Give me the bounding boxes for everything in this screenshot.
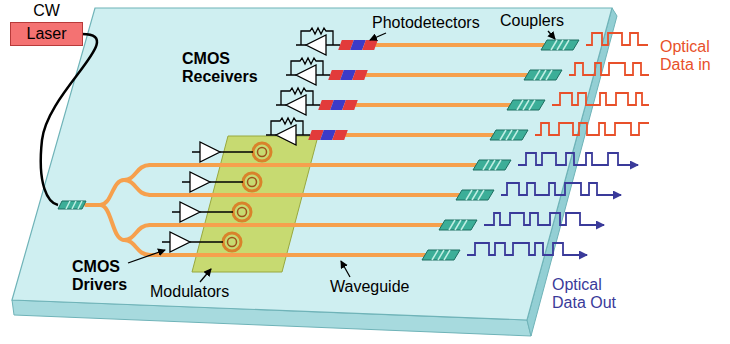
receiver-amplifiers — [266, 28, 340, 145]
grating-coupler — [490, 130, 528, 140]
amplifier-triangle — [200, 142, 220, 162]
ring-outer — [253, 143, 271, 161]
square-wave — [586, 33, 648, 45]
amplifier-triangle — [286, 95, 306, 115]
grating-coupler — [524, 70, 562, 80]
amplifier-triangle — [306, 35, 326, 55]
signal-label: Optical Data in — [660, 38, 724, 74]
ring-inner — [248, 178, 257, 187]
grating-coupler — [439, 220, 477, 230]
leader-arrows — [128, 31, 555, 282]
leader-arrow — [548, 31, 555, 39]
output-data-waves — [467, 153, 638, 255]
part-label: Modulators — [150, 283, 229, 301]
waveguide — [150, 223, 442, 227]
ring-outer — [233, 203, 251, 221]
grating-coupler — [58, 201, 86, 209]
waveguide-tree — [124, 180, 150, 195]
ring-inner — [238, 208, 247, 217]
waveguide — [150, 193, 459, 197]
ring-modulators — [223, 143, 271, 251]
grating-coupler — [541, 40, 579, 50]
driver-amplifiers — [162, 142, 253, 252]
signal-label: Optical Data Out — [552, 276, 626, 312]
leader-arrow — [370, 33, 386, 40]
ring-outer — [223, 233, 241, 251]
part-label: Photodetectors — [372, 14, 480, 32]
grating-lines — [534, 70, 552, 80]
leader-arrow — [341, 261, 350, 277]
grating-lines — [551, 40, 569, 50]
photodetector — [328, 70, 368, 80]
waveguide-tree — [124, 240, 150, 255]
group-label: CMOS Receivers — [182, 50, 258, 86]
waveguide — [376, 43, 544, 47]
waveguide — [150, 163, 476, 167]
square-wave — [518, 153, 638, 165]
grating-coupler — [422, 250, 460, 260]
amplifier-triangle — [190, 172, 210, 192]
waveguides — [86, 45, 544, 255]
square-wave — [484, 213, 604, 225]
leader-arrow — [200, 269, 211, 282]
waveguide — [346, 133, 493, 137]
ring-inner — [258, 148, 267, 157]
input-data-waves — [535, 33, 649, 135]
photodetector — [308, 130, 348, 140]
leader-arrow — [128, 250, 165, 263]
waveguide-tree — [100, 205, 150, 240]
grating-coupler — [456, 190, 494, 200]
coupler-gratings — [66, 40, 569, 260]
optical-fiber — [41, 34, 97, 205]
waveguide-tree — [86, 165, 150, 205]
grating-lines — [432, 250, 450, 260]
waveguide — [150, 253, 425, 257]
grating-coupler — [507, 100, 545, 110]
laser-source: CW Laser — [10, 2, 83, 46]
square-wave — [467, 243, 587, 255]
photodetector — [318, 100, 358, 110]
grating-lines — [500, 130, 518, 140]
square-wave — [501, 183, 621, 195]
amplifier-triangle — [296, 65, 316, 85]
photodetector — [338, 40, 378, 50]
grating-lines — [449, 220, 467, 230]
part-label: Waveguide — [330, 278, 409, 296]
square-wave — [552, 93, 649, 105]
amplifier-triangle — [180, 202, 200, 222]
grating-lines — [66, 201, 82, 209]
amplifier-triangle — [276, 125, 296, 145]
node-heading: CW — [10, 2, 83, 20]
ring-inner — [228, 238, 237, 247]
square-wave — [535, 123, 649, 135]
driver-wires — [162, 152, 253, 242]
amplifier-triangle — [170, 232, 190, 252]
couplers — [58, 40, 579, 260]
laser-box: Laser — [10, 22, 83, 46]
grating-coupler — [473, 160, 511, 170]
waveguide — [356, 103, 510, 107]
grating-lines — [517, 100, 535, 110]
part-label: Couplers — [500, 12, 564, 30]
square-wave — [569, 63, 649, 75]
modulator-region — [192, 136, 318, 272]
ring-outer — [243, 173, 261, 191]
group-label: CMOS Drivers — [72, 258, 127, 294]
chip-top-face — [12, 8, 612, 320]
grating-lines — [483, 160, 501, 170]
grating-lines — [466, 190, 484, 200]
waveguide — [366, 73, 527, 77]
node-label: Laser — [25, 25, 68, 43]
